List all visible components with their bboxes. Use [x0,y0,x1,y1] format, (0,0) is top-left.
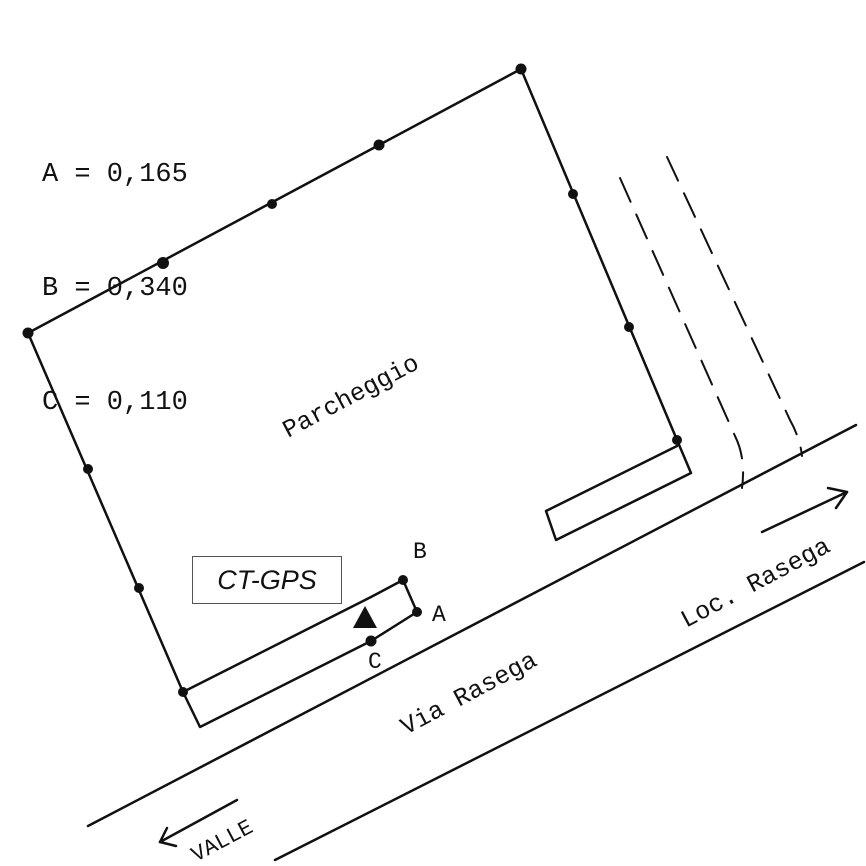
point-c-dot [365,635,377,647]
point-b-label: B [413,539,427,565]
vertex-dot [83,464,93,474]
downhill-label: VALLE [188,815,258,866]
vertex-dot [515,63,527,75]
gps-points-frame [369,578,419,643]
parking-slab-right [544,438,693,542]
gps-station-label: CT-GPS [192,556,342,604]
vertex-dot [267,199,277,209]
point-b-dot [398,575,408,585]
side-road-dashed-left [619,177,745,489]
vertex-dot [373,139,385,151]
locality-label: Loc. Rasega [676,532,835,635]
vertex-dot [672,435,682,445]
strip-edge [181,595,373,694]
vertex-dot [157,257,169,269]
vertex-dot [568,189,578,199]
side-road-dashed-right [666,156,803,457]
vertex-dot [22,327,34,339]
road-name-label: Via Rasega [396,646,542,742]
point-a-dot [412,607,422,617]
triangle-marker-icon [353,606,377,628]
vertex-dot [134,583,144,593]
vertex-dot [624,322,634,332]
legend-item-c: C = 0,110 [42,388,188,418]
arrow-left-icon [158,798,239,848]
point-a-label: A [432,602,446,628]
measurement-legend: A = 0,165 B = 0,340 C = 0,110 [42,80,188,460]
road-edge-lower [273,560,866,862]
legend-item-b: B = 0,340 [42,274,188,304]
road-edge-upper [86,423,858,828]
legend-item-a: A = 0,165 [42,160,188,190]
arrow-right-icon [760,486,849,534]
point-c-label: C [368,649,382,675]
parking-strip-bottom [181,639,373,729]
vertex-dot [178,687,188,697]
boundary-vertices [22,63,682,697]
parking-label: Parcheggio [278,349,424,445]
